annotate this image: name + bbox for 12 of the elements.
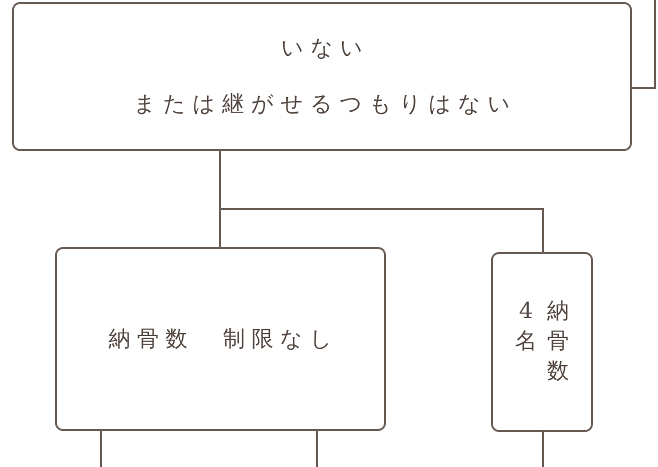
condition-text: 納骨数4名	[514, 298, 570, 386]
condition-text: いない	[280, 35, 370, 63]
condition-box	[55, 247, 386, 431]
condition-text: 納骨数 制限なし	[107, 326, 340, 354]
condition-box	[12, 2, 632, 151]
connector-line	[632, 0, 656, 89]
condition-text: または継がせるつもりはない	[132, 91, 518, 119]
connector-line	[100, 431, 102, 467]
connector-line	[316, 431, 318, 467]
connector-line	[219, 151, 544, 252]
connector-line	[542, 432, 544, 467]
condition-box	[491, 252, 593, 432]
